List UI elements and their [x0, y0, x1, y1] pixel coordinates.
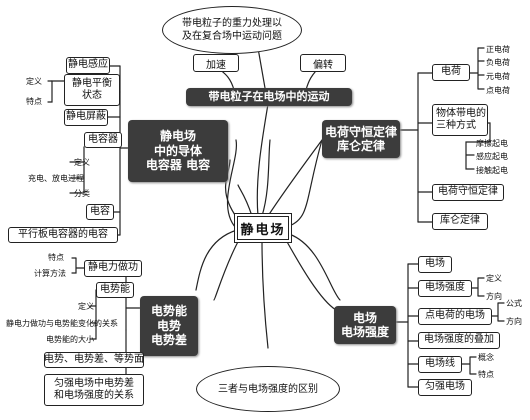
item-electric-field-text: 电场 [425, 258, 445, 270]
item-three-methods-line-1: 物体带电的 [436, 107, 486, 119]
right-upper-title-line-2: 库仑定律 [336, 139, 385, 153]
right-lower-title-line-1: 电场 [352, 310, 377, 325]
left-lower-title-line-3: 电势差 [150, 333, 187, 348]
callout-deflect-text: 偏转 [313, 59, 333, 71]
right-lower-title-line-2: 电场强度 [340, 325, 389, 339]
item-electrostatic-shielding-text: 静电屏蔽 [66, 111, 106, 123]
item-charge-text: 电荷 [441, 66, 461, 78]
item-electrostatic-shielding: 静电屏蔽 [64, 109, 108, 126]
item-charge: 电荷 [432, 64, 470, 81]
label-lines-feature: 特点 [478, 370, 494, 379]
item-field-superposition-text: 电场强度的叠加 [424, 334, 494, 346]
item-field-lines-text: 电场线 [425, 358, 455, 370]
left-upper-title-line-3: 电容器 电容 [145, 158, 211, 173]
label-positive-charge: 正电荷 [486, 45, 510, 54]
top-cloud-line-1: 带电粒子的重力处理以 [182, 18, 282, 29]
label-energy-definition: 定义 [78, 302, 94, 311]
item-parallel-plate: 平行板电容器的电容 [8, 227, 118, 243]
item-potential-difference-surface: 电势、电势差、等势面 [44, 352, 144, 368]
item-field-strength: 电场强度 [418, 280, 472, 297]
item-three-methods: 物体带电的 三种方式 [432, 104, 488, 136]
item-capacitance-text: 电容 [90, 205, 110, 217]
top-branch-title: 带电粒子在电场中的运动 [186, 88, 352, 106]
bottom-cloud-text: 三者与电场强度的区别 [218, 383, 318, 395]
label-strength-definition: 定义 [486, 274, 502, 283]
callout-accelerate: 加速 [193, 54, 239, 72]
item-coulomb-law-text: 库仑定律 [440, 215, 480, 227]
item-capacitor: 电容器 [84, 132, 122, 148]
label-capacitor-charge: 充电、放电过程 [28, 174, 84, 183]
left-upper-title-line-1: 静电场 [159, 129, 196, 144]
callout-accelerate-text: 加速 [206, 59, 226, 71]
item-field-lines: 电场线 [418, 356, 462, 373]
left-lower-title-line-2: 电势 [156, 318, 181, 333]
item-potential-difference-surface-text: 电势、电势差、等势面 [44, 353, 144, 365]
left-lower-title-line-1: 电势能 [150, 304, 187, 319]
item-electrostatic-work-text: 静电力做功 [88, 262, 138, 274]
bottom-cloud-note: 三者与电场强度的区别 [196, 366, 340, 412]
item-three-methods-line-2: 三种方式 [436, 120, 476, 131]
label-energy-magnitude: 电势能的大小 [46, 335, 94, 344]
label-capacitor-category: 分类 [74, 189, 90, 198]
item-capacitor-text: 电容器 [88, 133, 118, 145]
left-upper-title: 静电场 中的导体 电容器 电容 [128, 120, 228, 182]
item-electrostatic-balance-line-1: 静电平衡 [72, 77, 112, 89]
label-point-formula: 公式 [506, 299, 522, 308]
item-electrostatic-work: 静电力做功 [84, 260, 142, 277]
item-field-strength-text: 电场强度 [425, 282, 465, 294]
label-energy-relation: 静电力做功与电势能变化的关系 [6, 319, 118, 328]
item-point-charge-field: 点电荷的电场 [418, 308, 492, 325]
item-potential-energy: 电势能 [96, 282, 134, 298]
item-parallel-plate-text: 平行板电容器的电容 [18, 228, 108, 240]
left-upper-title-line-2: 中的导体 [153, 143, 202, 158]
label-work-feature: 特点 [48, 253, 64, 262]
label-lines-concept: 概念 [478, 353, 494, 362]
item-coulomb-law: 库仑定律 [432, 213, 488, 230]
top-cloud-line-2: 及在复合场中运动问题 [182, 31, 282, 42]
right-upper-title: 电荷守恒定律 库仑定律 [322, 120, 400, 158]
right-lower-title: 电场 电场强度 [334, 306, 396, 344]
label-balance-feature: 特点 [26, 97, 42, 106]
item-potential-energy-text: 电势能 [100, 283, 130, 295]
label-point-charge: 点电荷 [486, 86, 510, 95]
label-balance-definition: 定义 [26, 77, 42, 86]
item-electrostatic-balance-line-2: 状态 [82, 90, 102, 101]
item-charge-conservation: 电荷守恒定律 [432, 184, 504, 201]
top-cloud-note: 带电粒子的重力处理以 及在复合场中运动问题 [162, 6, 302, 54]
item-electrostatic-induction: 静电感应 [66, 57, 110, 74]
item-point-charge-field-text: 点电荷的电场 [425, 310, 485, 322]
label-capacitor-definition: 定义 [74, 158, 90, 167]
item-uniform-field-text: 匀强电场 [425, 381, 465, 393]
item-uniform-field-relation: 匀强电场中电势差 和电场强度的关系 [44, 374, 144, 406]
item-uniform-field: 匀强电场 [418, 379, 472, 396]
label-work-method: 计算方法 [34, 269, 66, 278]
top-branch-title-text: 带电粒子在电场中的运动 [208, 90, 330, 104]
left-lower-title: 电势能 电势 电势差 [140, 296, 198, 356]
callout-deflect: 偏转 [300, 54, 346, 72]
item-charge-conservation-text: 电荷守恒定律 [438, 186, 498, 198]
label-negative-charge: 负电荷 [486, 58, 510, 67]
item-capacitance: 电容 [86, 204, 114, 220]
label-elementary-charge: 元电荷 [486, 72, 510, 81]
item-electrostatic-balance: 静电平衡 状态 [64, 74, 120, 106]
label-contact-charging: 接触起电 [476, 166, 508, 175]
center-node: 静电场 [237, 216, 289, 240]
label-point-direction: 方向 [506, 317, 522, 326]
label-friction-charging: 摩擦起电 [476, 139, 508, 148]
item-electric-field: 电场 [418, 256, 452, 273]
item-uniform-field-relation-line-1: 匀强电场中电势差 [54, 377, 134, 389]
item-field-superposition: 电场强度的叠加 [418, 332, 500, 349]
right-upper-title-line-1: 电荷守恒定律 [324, 124, 397, 139]
item-uniform-field-relation-line-2: 和电场强度的关系 [54, 390, 134, 401]
item-electrostatic-induction-text: 静电感应 [68, 59, 108, 71]
label-strength-direction: 方向 [486, 292, 502, 301]
label-induction-charging: 感应起电 [476, 152, 508, 161]
